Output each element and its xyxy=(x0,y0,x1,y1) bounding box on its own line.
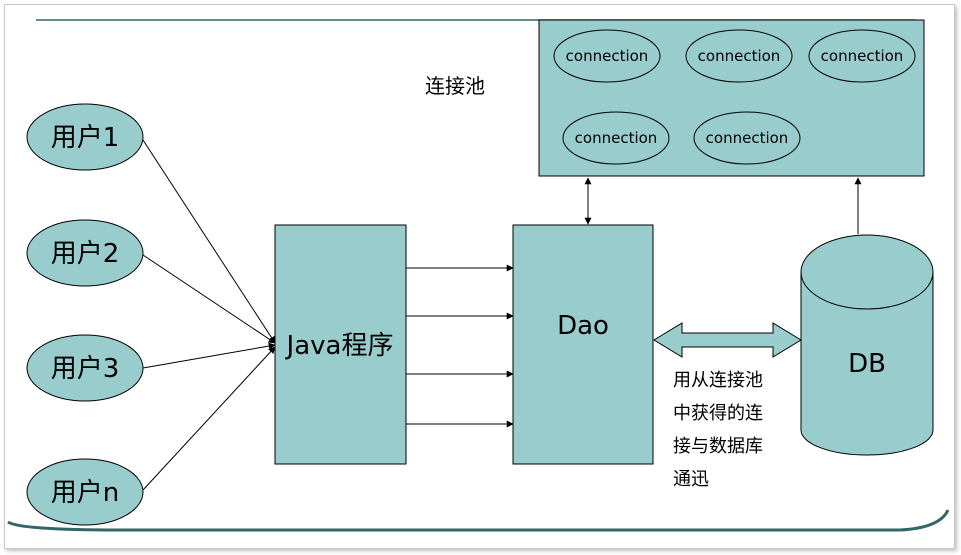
user-node-1: 用户1 xyxy=(26,103,144,171)
user-label: 用户3 xyxy=(51,354,120,384)
user1-to-java-arrow xyxy=(142,139,276,344)
dao-box xyxy=(512,224,654,465)
connection-ellipse-3: connection xyxy=(808,29,916,83)
user2-to-java-arrow xyxy=(142,254,276,344)
dao-label: Dao xyxy=(557,311,609,341)
connection-ellipse-1: connection xyxy=(553,29,661,83)
note-line-3: 接与数据库 xyxy=(673,436,763,457)
user-node-n: 用户n xyxy=(26,458,144,526)
dao-db-double-arrow xyxy=(653,322,802,358)
note-line-1: 用从连接池 xyxy=(673,370,763,391)
user-node-3: 用户3 xyxy=(26,334,144,402)
usern-to-java-arrow xyxy=(142,346,276,491)
connection-label: connection xyxy=(575,129,658,147)
db-label: DB xyxy=(848,349,886,379)
note-line-4: 通迅 xyxy=(673,469,709,490)
connection-label: connection xyxy=(706,129,789,147)
user-node-2: 用户2 xyxy=(26,219,144,287)
user-label: 用户n xyxy=(51,478,119,508)
java-program-box xyxy=(274,224,407,465)
connection-label: connection xyxy=(821,47,904,65)
user-label: 用户2 xyxy=(51,239,120,269)
connection-label: connection xyxy=(698,47,781,65)
bottom-swoosh xyxy=(7,509,950,532)
connection-ellipse-2: connection xyxy=(685,29,793,83)
note-line-2: 中获得的连 xyxy=(673,403,763,424)
connection-label: connection xyxy=(566,47,649,65)
user-label: 用户1 xyxy=(51,123,120,153)
connection-ellipse-5: connection xyxy=(693,111,801,165)
pool-label: 连接池 xyxy=(425,74,485,98)
connection-ellipse-4: connection xyxy=(562,111,670,165)
user3-to-java-arrow xyxy=(142,342,276,369)
java-program-label: Java程序 xyxy=(285,331,394,361)
database-cylinder xyxy=(800,234,934,456)
